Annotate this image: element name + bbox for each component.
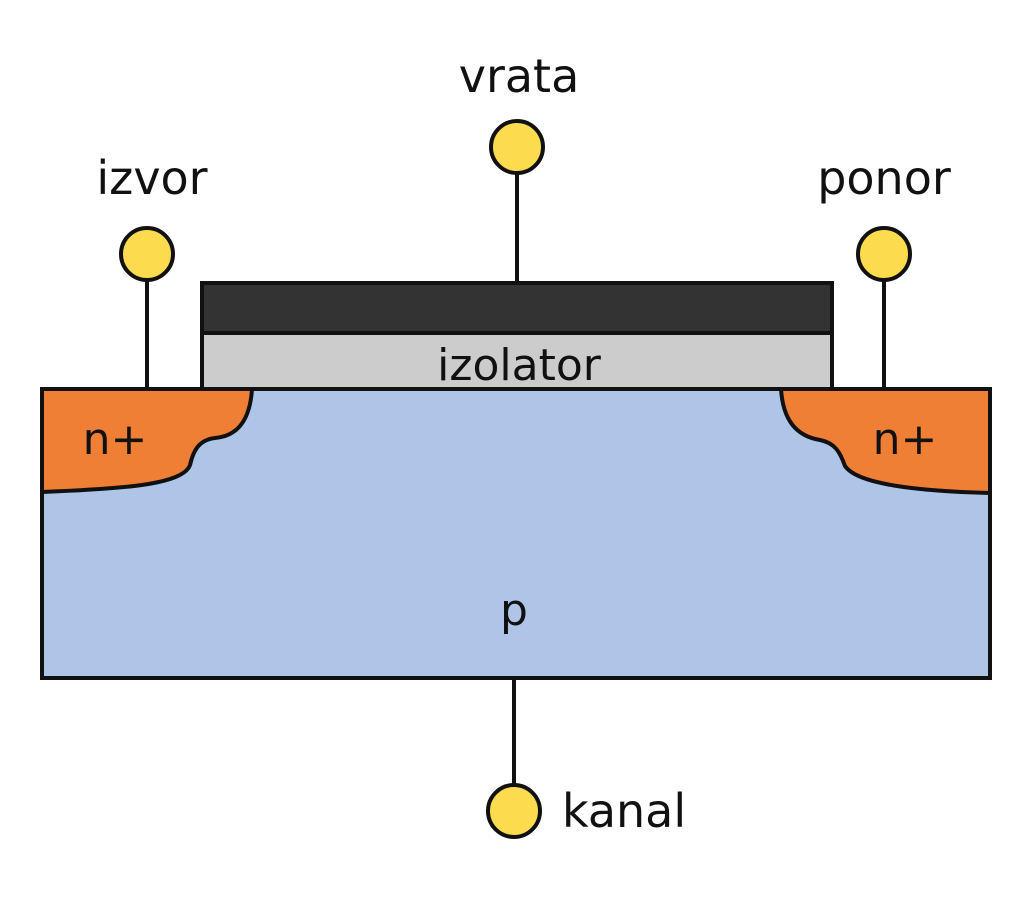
insulator-label: izolator xyxy=(437,340,602,391)
body-terminal-label: kanal xyxy=(562,784,686,838)
gate-terminal-circle xyxy=(489,119,545,175)
source-terminal-label: izvor xyxy=(96,151,207,205)
drain-n-plus-region xyxy=(779,387,992,495)
drain-terminal-circle xyxy=(856,226,912,282)
gate-terminal-label: vrata xyxy=(459,49,580,103)
body-terminal-circle xyxy=(486,783,542,839)
source-n-plus-region xyxy=(40,387,254,494)
gate-metal-layer xyxy=(200,281,834,335)
insulator-layer xyxy=(200,331,834,391)
substrate-label: p xyxy=(500,585,528,636)
drain-doping-label: n+ xyxy=(873,414,938,465)
source-doping-label: n+ xyxy=(83,414,148,465)
source-terminal-circle xyxy=(119,226,175,282)
drain-terminal-label: ponor xyxy=(817,151,951,205)
